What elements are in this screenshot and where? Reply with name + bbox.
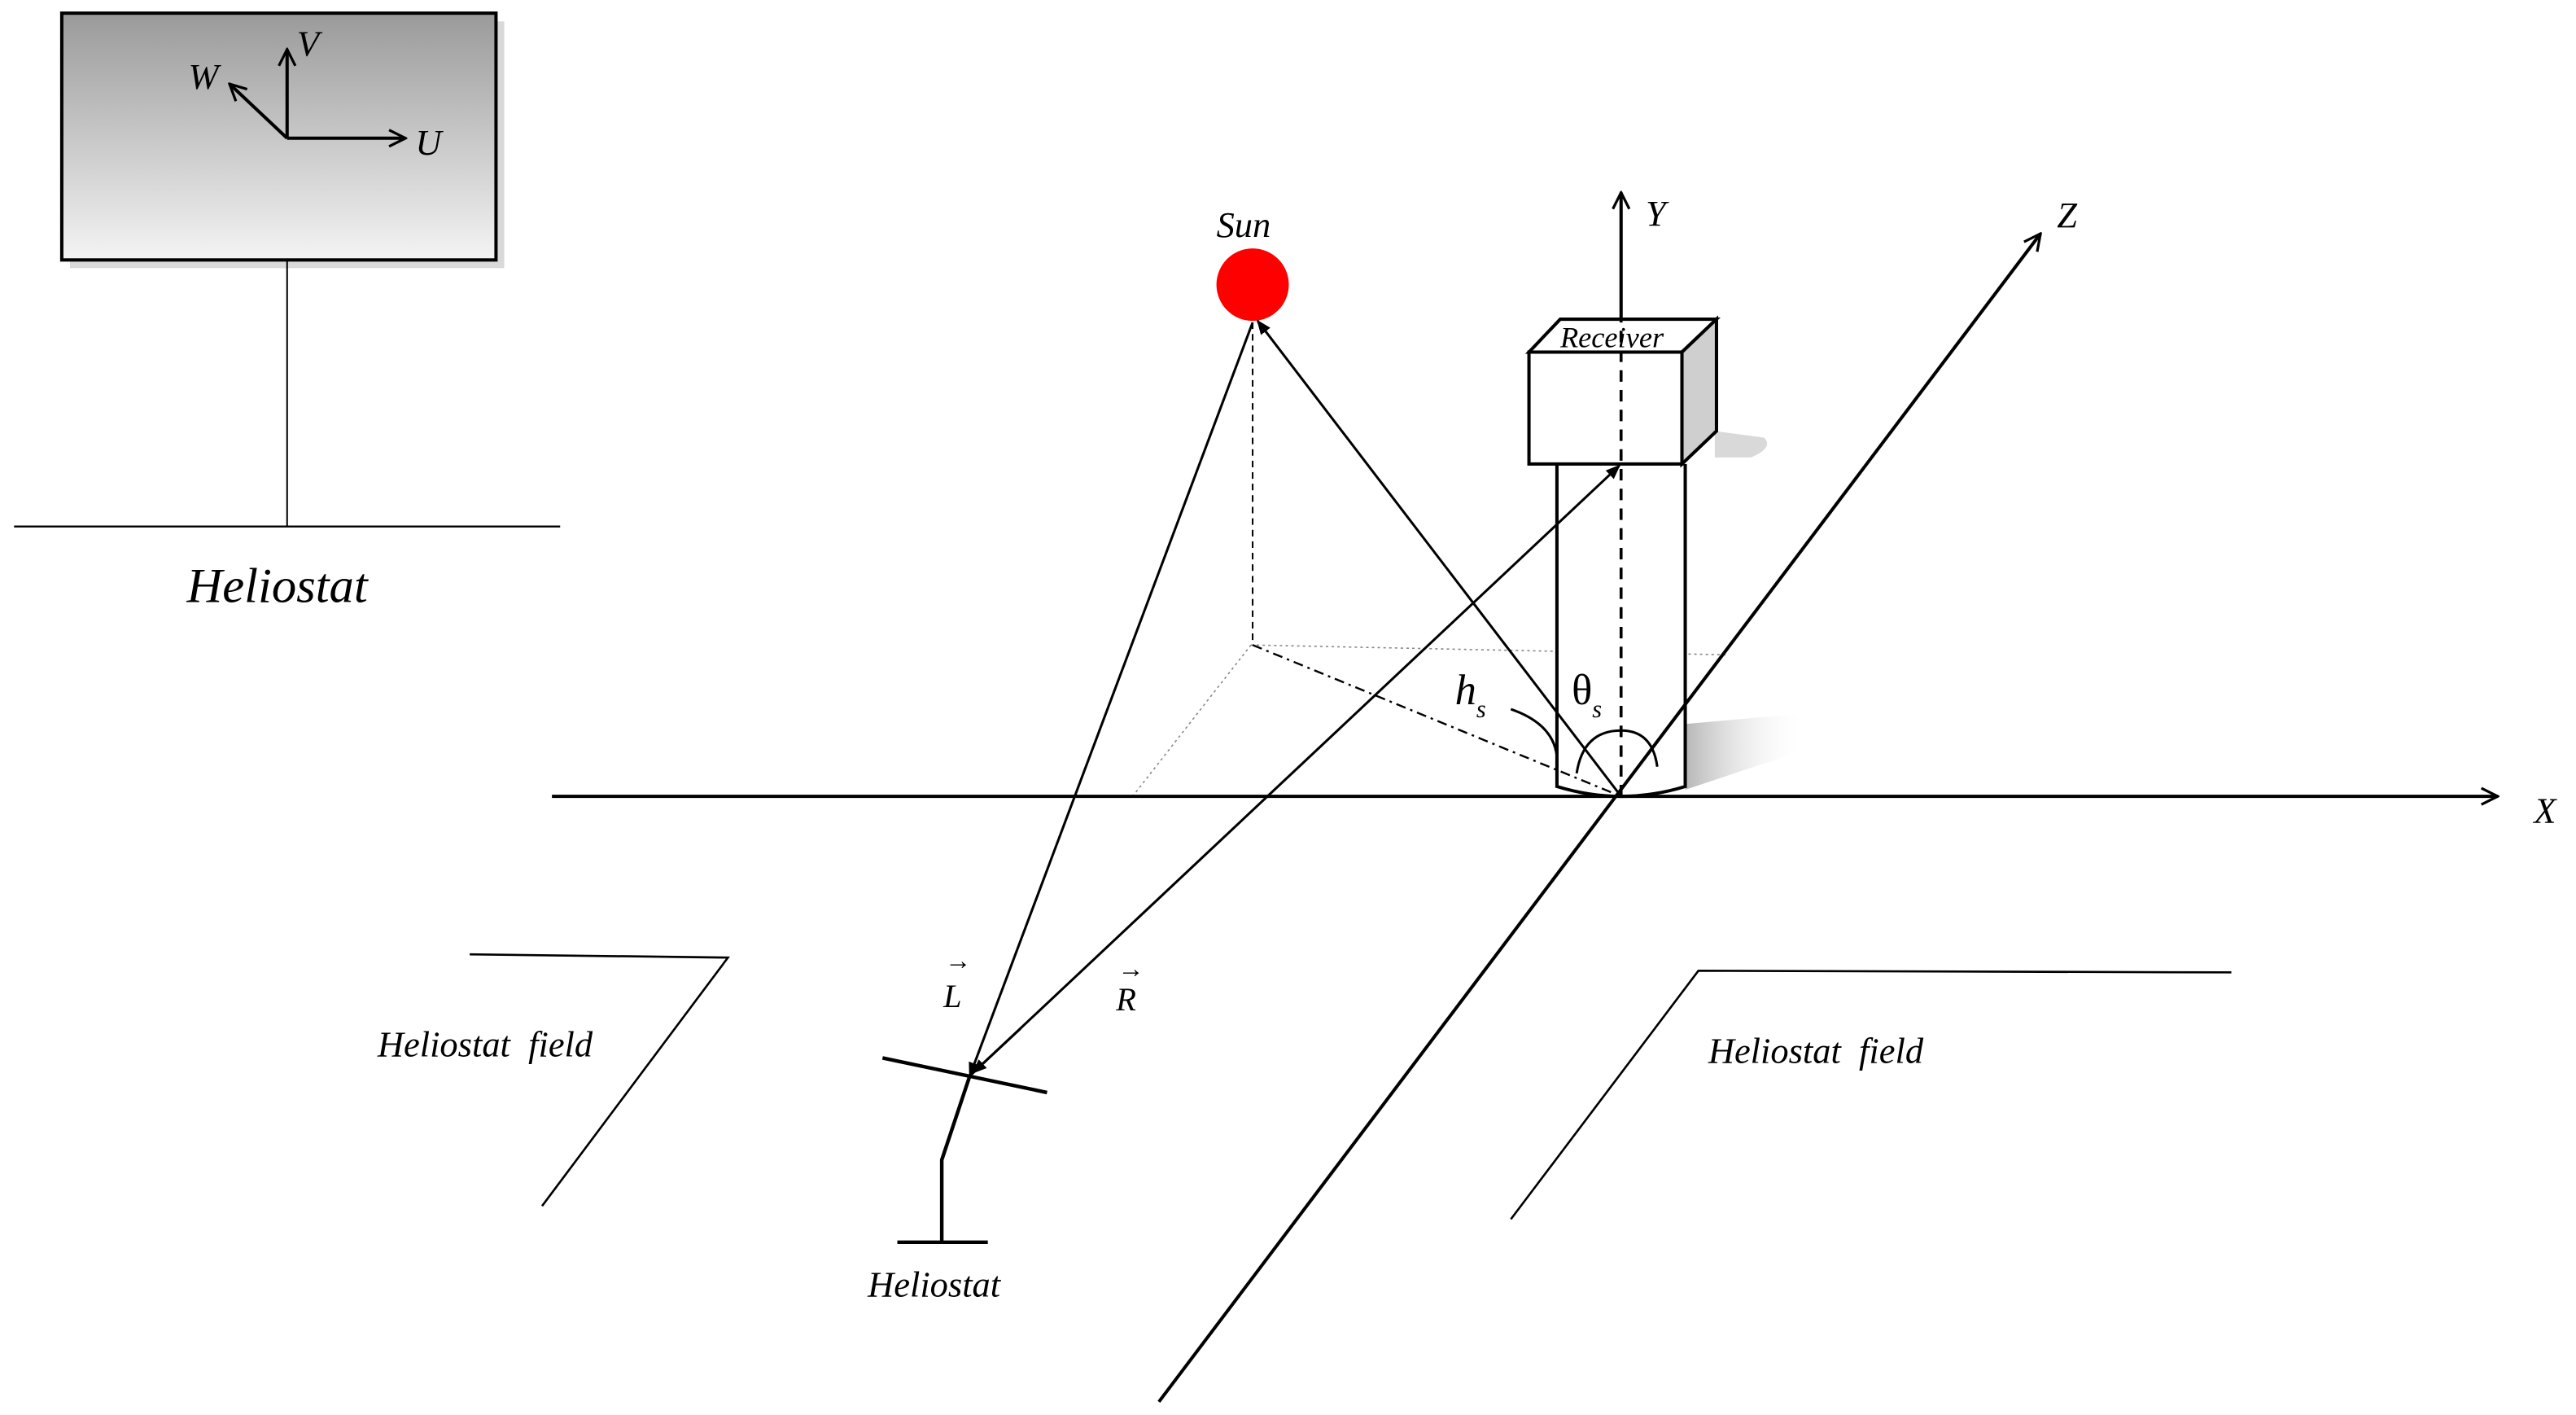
z-axis-label: Z (2057, 195, 2078, 235)
inset-w-label: W (189, 56, 222, 97)
field-heliostat: Heliostat (867, 1056, 1047, 1304)
inset-w-axis (230, 84, 289, 140)
vector-l-label: L (942, 978, 961, 1014)
angle-theta-symbol: θ (1572, 667, 1592, 714)
field-left-boundary (470, 953, 730, 1207)
sun-ray-origin (1256, 319, 1622, 798)
vector-l-arrow: → (945, 945, 971, 975)
field-left-label: Heliostat field (377, 1023, 593, 1064)
vector-r (969, 464, 1621, 1077)
angle-h-symbol: h (1455, 667, 1476, 714)
inset-v-label: V (297, 24, 323, 64)
angle-h-subscript: s (1476, 695, 1486, 723)
field-heliostat-mirror (881, 1056, 1047, 1095)
tower-shadow (1685, 714, 1807, 791)
field-right-label: Heliostat field (1708, 1031, 1924, 1071)
vector-r-label: R (1115, 981, 1136, 1018)
field-right-boundary (1510, 970, 2232, 1220)
angle-theta-label: θs (1572, 667, 1602, 723)
sun (1216, 248, 1289, 322)
field-heliostat-post (939, 1075, 972, 1242)
inset-u-label: U (415, 122, 444, 163)
vector-r-arrow: → (1117, 953, 1144, 983)
inset-heliostat: U V W Heliostat (14, 11, 561, 614)
vector-r-tail (972, 1027, 1022, 1074)
receiver: Receiver (1524, 315, 1721, 468)
angle-theta-arc (1575, 729, 1659, 774)
x-axis-label: X (2532, 790, 2557, 830)
inset-caption: Heliostat (186, 559, 369, 614)
angle-h-arc (1510, 708, 1559, 757)
y-axis-label: Y (1646, 193, 1669, 234)
field-heliostat-label: Heliostat (867, 1264, 1002, 1304)
receiver-label: Receiver (1559, 321, 1664, 353)
vector-l (969, 322, 1254, 1078)
sun-label: Sun (1217, 204, 1271, 245)
z-axis (1157, 234, 2040, 1404)
receiver-front (1527, 350, 1684, 466)
angle-h-label: hs (1455, 667, 1486, 723)
receiver-shadow (1714, 431, 1768, 458)
angle-theta-subscript: s (1592, 695, 1602, 723)
